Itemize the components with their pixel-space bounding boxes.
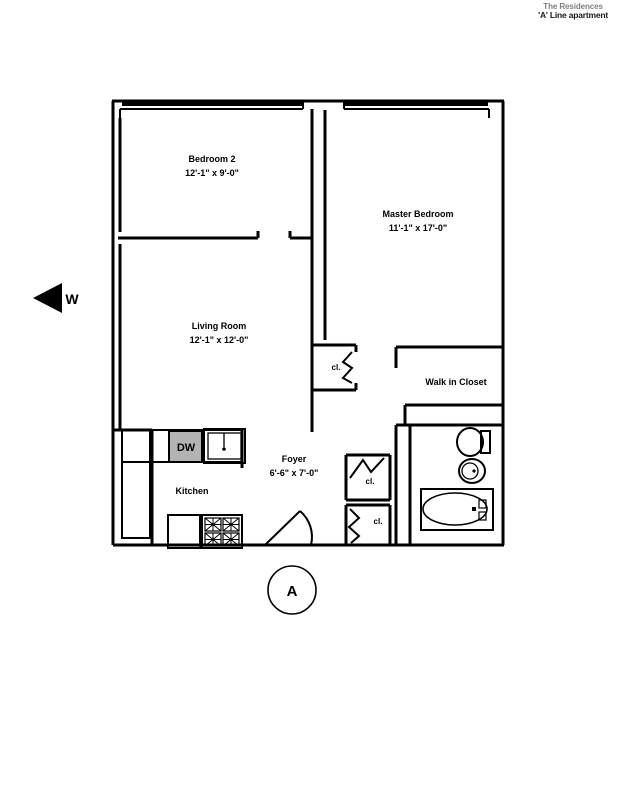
dishwasher-icon	[168, 430, 203, 463]
line-marker-label: A	[287, 583, 298, 600]
room-labels: Bedroom 2 12'-1" x 9'-0" Master Bedroom …	[175, 154, 486, 496]
dishwasher-label: DW	[177, 442, 196, 454]
plan-title-line2: 'A' Line apartment	[538, 10, 608, 20]
closet-label-foyer-lower: cl.	[374, 517, 383, 526]
room-label-living-dim: 12'-1" x 12'-0"	[190, 335, 249, 345]
room-label-bedroom2-name: Bedroom 2	[188, 154, 235, 164]
kitchen-sink-icon	[203, 428, 246, 464]
toilet-icon	[456, 427, 491, 457]
kitchen-area: DW	[121, 428, 246, 549]
plan-title-block: The Residences 'A' Line apartment	[538, 2, 608, 21]
room-label-kitchen: Kitchen	[175, 486, 208, 496]
room-label-foyer-dim: 6'-6" x 7'-0"	[270, 468, 319, 478]
room-label-foyer-name: Foyer	[282, 454, 307, 464]
compass-indicator: W	[33, 283, 79, 313]
room-label-master-name: Master Bedroom	[382, 209, 453, 219]
plan-title-line1: The Residences	[543, 2, 603, 10]
bathtub-icon	[420, 488, 494, 531]
refrigerator-icon	[167, 514, 201, 549]
window-master	[345, 101, 488, 106]
room-label-master-dim: 11'-1" x 17'-0"	[389, 223, 447, 233]
stove-range-icon	[201, 514, 243, 549]
line-marker-circle	[267, 565, 317, 615]
exterior-walls	[111, 99, 505, 547]
closet-labels: cl. cl. cl.	[332, 363, 383, 526]
apartment-line-marker: A	[267, 565, 317, 615]
bathroom-sink-icon	[458, 458, 486, 484]
room-label-walkincloset: Walk in Closet	[425, 377, 486, 387]
window-openings	[122, 101, 488, 106]
closet-label-foyer-upper: cl.	[366, 477, 375, 486]
entry-door	[264, 510, 313, 546]
west-arrow-icon	[33, 283, 62, 313]
room-label-living-name: Living Room	[192, 321, 247, 331]
bathroom-area	[420, 427, 494, 531]
closet-door-foyer-lower	[347, 508, 361, 544]
compass-direction-label: W	[65, 291, 79, 307]
window-bedroom2	[122, 101, 302, 106]
closet-door-master	[341, 351, 354, 384]
interior-walls	[113, 109, 503, 545]
wall-inner-face	[119, 101, 490, 118]
closet-label-master: cl.	[332, 363, 341, 372]
kitchen-counter-left	[121, 429, 151, 539]
room-label-bedroom2-dim: 12'-1" x 9'-0"	[185, 168, 239, 178]
closet-door-foyer-upper	[349, 457, 385, 479]
